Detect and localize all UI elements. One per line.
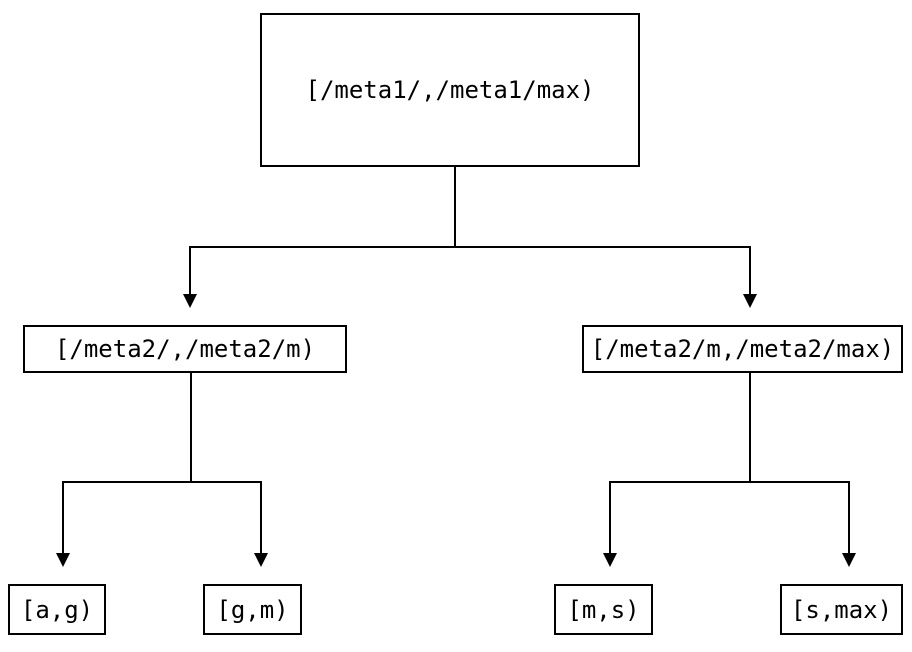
connector-root-drop-left [189, 246, 191, 294]
node-leaf-g-m: [g,m) [203, 584, 302, 635]
node-meta2-high: [/meta2/m,/meta2/max) [582, 325, 903, 373]
node-meta2-low: [/meta2/,/meta2/m) [23, 325, 347, 373]
arrow-down-icon [254, 553, 268, 567]
connector-meta2-high-drop-right [848, 481, 850, 553]
connector-meta2-high-drop-left [609, 481, 611, 553]
connector-root-drop-right [749, 246, 751, 294]
node-leaf-g-m-label: [g,m) [216, 595, 289, 624]
arrow-down-icon [842, 553, 856, 567]
arrow-down-icon [56, 553, 70, 567]
node-leaf-a-g-label: [a,g) [20, 595, 94, 624]
node-meta2-low-label: [/meta2/,/meta2/m) [54, 335, 316, 363]
connector-meta2-low-stem [190, 373, 192, 483]
node-meta2-high-label: [/meta2/m,/meta2/max) [590, 335, 895, 363]
connector-meta2-high-stem [749, 373, 751, 483]
arrow-down-icon [743, 294, 757, 308]
node-leaf-m-s: [m,s) [554, 584, 653, 635]
arrow-down-icon [603, 553, 617, 567]
connector-root-stem [454, 167, 456, 247]
connector-meta2-low-drop-left [62, 481, 64, 553]
arrow-down-icon [183, 294, 197, 308]
connector-meta2-high-crossbar [609, 481, 850, 483]
node-root-label: [/meta1/,/meta1/max) [305, 76, 595, 104]
connector-meta2-low-crossbar [62, 481, 262, 483]
node-leaf-s-max-label: [s,max) [790, 595, 893, 624]
connector-meta2-low-drop-right [260, 481, 262, 553]
node-leaf-s-max: [s,max) [780, 584, 903, 635]
node-leaf-m-s-label: [m,s) [567, 595, 640, 624]
node-leaf-a-g: [a,g) [8, 584, 106, 635]
connector-root-crossbar [189, 246, 751, 248]
node-root: [/meta1/,/meta1/max) [260, 13, 640, 167]
